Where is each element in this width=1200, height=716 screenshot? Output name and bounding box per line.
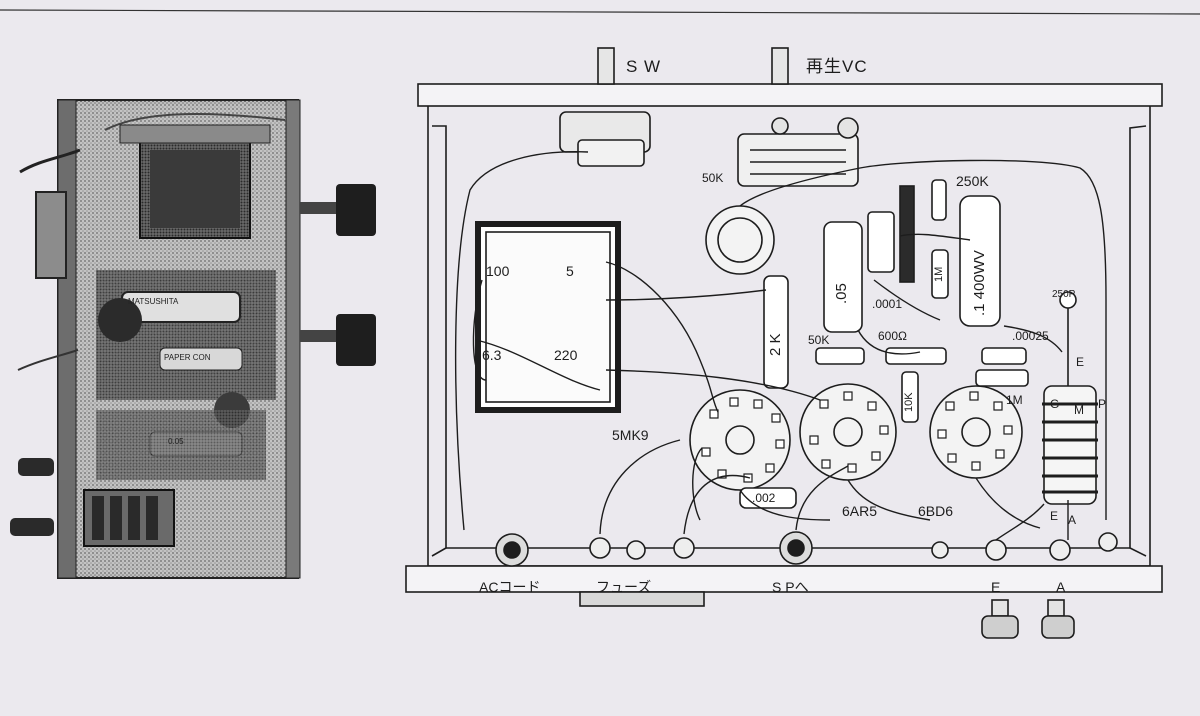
terminal-e-label: E bbox=[991, 579, 1001, 595]
chassis-photo bbox=[10, 99, 376, 579]
capacitor-250p-label: 250P bbox=[1052, 289, 1076, 300]
capacitor-1-400wv-label: .1 400WV bbox=[971, 250, 988, 316]
sw-label: S W bbox=[626, 57, 662, 76]
photo-cap-label-3: 0.05 bbox=[168, 437, 184, 446]
terminal-a-label: A bbox=[1056, 579, 1066, 595]
resistor-250k-label: 250K bbox=[956, 173, 989, 189]
capacitor-002-label: .002 bbox=[752, 491, 776, 505]
coil-pin-e-bottom: E bbox=[1050, 509, 1059, 523]
transformer-tap-100: 100 bbox=[486, 263, 510, 279]
resistor-2k-label: 2 K bbox=[767, 333, 784, 356]
tube-6bd6-label: 6BD6 bbox=[918, 503, 954, 519]
resistor-600-label: 600Ω bbox=[878, 329, 907, 343]
ac-cord-label: ACコード bbox=[479, 579, 541, 595]
resistor-50k-mid-label: 50K bbox=[808, 333, 830, 347]
chassis-drawing bbox=[405, 47, 1163, 639]
resistor-10k-label: 10K bbox=[903, 392, 915, 412]
photo-cap-label-2: PAPER CON bbox=[164, 353, 211, 362]
resistor-1m-b-label: 1M bbox=[933, 266, 945, 282]
capacitor-0001-label: .0001 bbox=[872, 297, 903, 311]
capacitor-05-label: .05 bbox=[833, 283, 850, 304]
page-border-line bbox=[0, 9, 1200, 15]
coil-pin-p: P bbox=[1098, 397, 1107, 411]
coil-pin-a: A bbox=[1068, 513, 1077, 527]
transformer-tap-220: 220 bbox=[554, 347, 578, 363]
resistor-50k-top-label: 50K bbox=[702, 171, 724, 185]
capacitor-00025-label: .00025 bbox=[1012, 329, 1049, 343]
photo-cap-label-1: MATSUSHITA bbox=[128, 297, 179, 306]
tube-5mk9-label: 5MK9 bbox=[612, 427, 649, 443]
coil-pin-m: M bbox=[1074, 403, 1084, 417]
coil-pin-e-top: E bbox=[1076, 355, 1085, 369]
tube-6ar5-label: 6AR5 bbox=[842, 503, 878, 519]
fuse-label: フューズ bbox=[596, 579, 652, 595]
transformer-tap-6-3: 6.3 bbox=[482, 347, 502, 363]
transformer-tap-5: 5 bbox=[566, 263, 574, 279]
speaker-label: S Pへ bbox=[772, 579, 809, 595]
playback-volume-label: 再生VC bbox=[806, 57, 868, 76]
resistor-1m-a-label: 1M bbox=[1006, 393, 1023, 407]
coil-pin-g: G bbox=[1050, 397, 1060, 411]
